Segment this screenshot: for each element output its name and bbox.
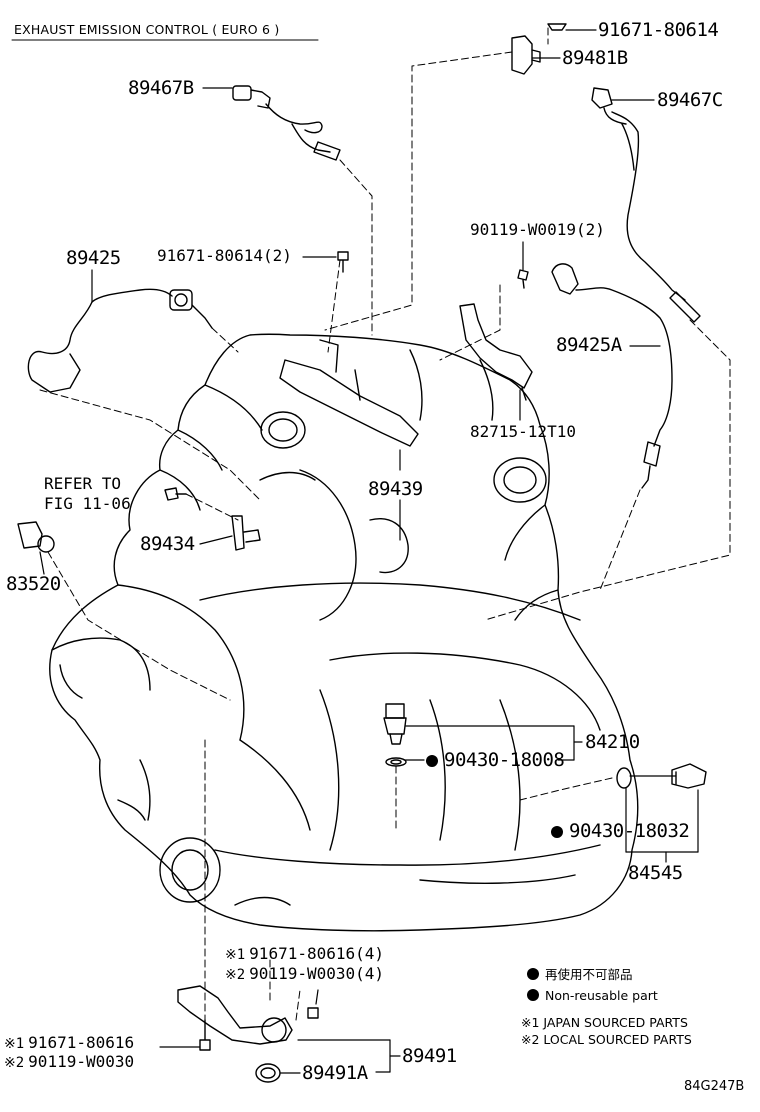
legend-dot-icon bbox=[527, 968, 539, 980]
bracket-89439-drawing bbox=[279, 339, 419, 447]
sensor-89434-drawing bbox=[231, 515, 261, 551]
part-label-90430-18032[interactable]: 90430-18032 bbox=[551, 822, 690, 841]
part-label-83520[interactable]: 83520 bbox=[6, 573, 61, 595]
part-label-89434[interactable]: 89434 bbox=[140, 533, 195, 555]
part-label-84210[interactable]: 84210 bbox=[585, 731, 640, 753]
non-reusable-dot-icon bbox=[551, 826, 563, 838]
legend-local-sourced: ※2 LOCAL SOURCED PARTS bbox=[521, 1032, 692, 1047]
sensor-89491-drawing bbox=[177, 985, 293, 1083]
part-label-90430-18008[interactable]: 90430-18008 bbox=[426, 751, 565, 770]
legend-dot-icon bbox=[527, 989, 539, 1001]
japan-sourced-mark: ※1 bbox=[4, 1036, 25, 1052]
sensor-89467C-drawing bbox=[591, 87, 701, 323]
part-label-90119-W0019[interactable]: 90119-W0019(2) bbox=[470, 220, 605, 239]
legend-non-reusable-jp: 再使用不可部品 bbox=[527, 968, 633, 982]
part-label-89467C[interactable]: 89467C bbox=[657, 89, 723, 111]
part-label-91671-80614[interactable]: 91671-80614 bbox=[598, 19, 719, 41]
sensor-84545-drawing bbox=[616, 763, 707, 789]
non-reusable-dot-icon bbox=[426, 755, 438, 767]
part-label-84545[interactable]: 84545 bbox=[628, 862, 683, 884]
sensor-89481B-drawing bbox=[511, 23, 567, 75]
sensor-89467B-drawing bbox=[232, 85, 341, 161]
diagram-title: EXHAUST EMISSION CONTROL ( EURO 6 ) bbox=[14, 22, 280, 37]
refer-fig-link[interactable]: FIG 11-06 bbox=[44, 494, 131, 513]
part-label-89439[interactable]: 89439 bbox=[368, 478, 423, 500]
sensor-84210-drawing bbox=[383, 703, 407, 767]
part-label-89481B[interactable]: 89481B bbox=[562, 47, 628, 69]
local-sourced-mark: ※2 bbox=[4, 1055, 25, 1071]
callout-lines bbox=[39, 29, 699, 1074]
local-sourced-mark: ※2 bbox=[225, 967, 246, 983]
dashed-leader-lines bbox=[39, 27, 731, 1021]
diagram-code: 84G247B bbox=[684, 1079, 745, 1094]
part-label-89467B[interactable]: 89467B bbox=[128, 77, 194, 99]
part-label-91671-80614-qty2[interactable]: 91671-80614(2) bbox=[157, 246, 292, 265]
part-label-89491[interactable]: 89491 bbox=[402, 1045, 457, 1067]
sensor-89425A-drawing bbox=[551, 263, 673, 489]
transmission-assembly-outline bbox=[49, 333, 639, 932]
japan-sourced-mark: ※1 bbox=[225, 947, 246, 963]
part-label-89425[interactable]: 89425 bbox=[66, 247, 121, 269]
part-label-89425A[interactable]: 89425A bbox=[556, 334, 622, 356]
bracket-82715-drawing bbox=[459, 303, 533, 401]
sensor-89425-drawing bbox=[27, 288, 213, 393]
legend-japan-sourced: ※1 JAPAN SOURCED PARTS bbox=[521, 1015, 688, 1030]
legend-non-reusable-en: Non-reusable part bbox=[527, 989, 658, 1003]
switch-83520-drawing bbox=[17, 521, 55, 553]
part-label-89491A[interactable]: 89491A bbox=[302, 1062, 368, 1084]
part-label-82715-12T10[interactable]: 82715-12T10 bbox=[470, 422, 576, 441]
refer-to-label: REFER TO bbox=[44, 474, 122, 493]
